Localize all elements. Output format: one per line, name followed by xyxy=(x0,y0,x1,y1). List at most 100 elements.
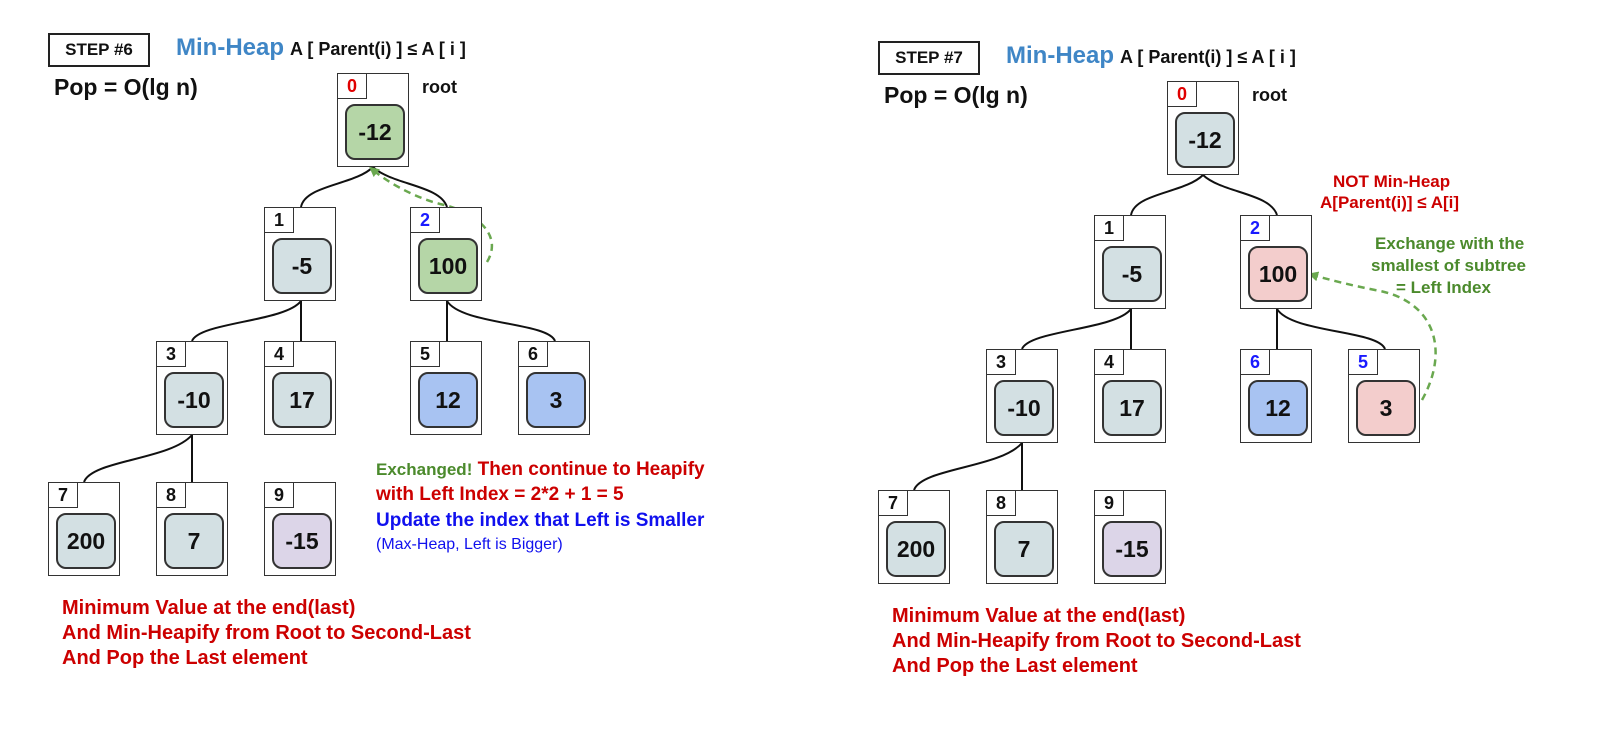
summary-text: Minimum Value at the end(last) And Min-H… xyxy=(892,604,1301,679)
node-value: 200 xyxy=(56,513,116,569)
heap-node-2: 2 100 xyxy=(410,207,482,301)
not-minheap-line-1: NOT Min-Heap xyxy=(1333,172,1451,191)
node-value: 3 xyxy=(526,372,586,428)
node-index: 2 xyxy=(410,207,440,233)
node-value: 17 xyxy=(272,372,332,428)
exchange-note-line-1: Exchange with the xyxy=(1375,234,1525,253)
edge-0-2 xyxy=(372,166,448,208)
node-value: 12 xyxy=(418,372,478,428)
edge-3-7 xyxy=(913,442,1023,491)
heap-node-7: 7 200 xyxy=(878,490,950,584)
edge-0-1 xyxy=(1130,174,1204,216)
heap-node-1: 1 -5 xyxy=(264,207,336,301)
heap-node-8: 8 7 xyxy=(986,490,1058,584)
node-value: -12 xyxy=(1175,112,1235,168)
summary-line: And Pop the Last element xyxy=(892,655,1138,677)
heap-node-4: 4 17 xyxy=(264,341,336,435)
pop-complexity: Pop = O(lg n) xyxy=(884,82,1028,108)
step7-panel: STEP #7 Min-Heap A [ Parent(i) ] ≤ A [ i … xyxy=(830,0,1599,733)
note-line-1: Exchanged! Then continue to Heapify xyxy=(376,459,705,481)
heap-title: Min-Heap A [ Parent(i) ] ≤ A [ i ] xyxy=(176,34,466,62)
heap-node-9: 9 -15 xyxy=(264,482,336,576)
heap-node-2: 2 100 xyxy=(1240,215,1312,309)
node-value: 7 xyxy=(164,513,224,569)
heap-node-6: 6 3 xyxy=(518,341,590,435)
node-value: -5 xyxy=(1102,246,1162,302)
heap-node-7: 7 200 xyxy=(48,482,120,576)
node-value: 17 xyxy=(1102,380,1162,436)
summary-line: And Min-Heapify from Root to Second-Last xyxy=(62,622,471,644)
node-index: 8 xyxy=(986,490,1016,516)
node-index: 5 xyxy=(410,341,440,367)
note-update: Update the index that Left is Smaller xyxy=(376,510,705,531)
note-left-index: with Left Index = 2*2 + 1 = 5 xyxy=(376,484,624,505)
node-value: 100 xyxy=(418,238,478,294)
node-value: -15 xyxy=(1102,521,1162,577)
heap-node-5: 5 12 xyxy=(410,341,482,435)
exchange-arrow xyxy=(369,166,494,263)
heap-node-9: 9 -15 xyxy=(1094,490,1166,584)
edge-2-5 xyxy=(1276,308,1386,350)
not-minheap-line-2: A[Parent(i)] ≤ A[i] xyxy=(1320,193,1460,212)
node-value: 3 xyxy=(1356,380,1416,436)
heap-node-1: 1 -5 xyxy=(1094,215,1166,309)
node-index: 9 xyxy=(1094,490,1124,516)
node-index: 8 xyxy=(156,482,186,508)
heap-node-4: 4 17 xyxy=(1094,349,1166,443)
step-label: STEP #7 xyxy=(878,41,980,75)
node-index: 3 xyxy=(156,341,186,367)
note-continue: Then continue to Heapify xyxy=(477,459,705,480)
edge-0-2 xyxy=(1202,174,1278,216)
summary-line: Minimum Value at the end(last) xyxy=(62,597,356,619)
node-index: 7 xyxy=(48,482,78,508)
node-value: 7 xyxy=(994,521,1054,577)
node-value: -12 xyxy=(345,104,405,160)
edge-1-3 xyxy=(191,300,302,342)
node-value: -15 xyxy=(272,513,332,569)
step6-panel: STEP #6 Min-Heap A [ Parent(i) ] ≤ A [ i … xyxy=(0,0,799,733)
exchange-arrow xyxy=(1308,271,1437,401)
node-index: 2 xyxy=(1240,215,1270,241)
summary-text: Minimum Value at the end(last) And Min-H… xyxy=(62,596,471,671)
node-index: 7 xyxy=(878,490,908,516)
edge-1-3 xyxy=(1021,308,1132,350)
title-main: Min-Heap xyxy=(1006,42,1114,69)
note-exchanged: Exchanged! xyxy=(376,460,473,479)
note-maxheap: (Max-Heap, Left is Bigger) xyxy=(376,536,563,553)
root-label: root xyxy=(1252,85,1287,105)
title-condition: A [ Parent(i) ] ≤ A [ i ] xyxy=(1120,47,1296,67)
edge-2-6 xyxy=(446,300,556,342)
tree-edges xyxy=(913,174,1437,491)
tree-edges xyxy=(83,166,556,483)
node-value: -5 xyxy=(272,238,332,294)
heap-title: Min-Heap A [ Parent(i) ] ≤ A [ i ] xyxy=(1006,42,1296,70)
heap-node-8: 8 7 xyxy=(156,482,228,576)
heap-node-3: 3 -10 xyxy=(156,341,228,435)
root-label: root xyxy=(422,77,457,97)
pop-complexity: Pop = O(lg n) xyxy=(54,74,198,100)
node-index: 9 xyxy=(264,482,294,508)
node-index: 6 xyxy=(518,341,548,367)
title-main: Min-Heap xyxy=(176,34,284,61)
node-index: 6 xyxy=(1240,349,1270,375)
edge-3-7 xyxy=(83,434,193,483)
node-value: 12 xyxy=(1248,380,1308,436)
exchange-note-line-2: smallest of subtree xyxy=(1371,256,1526,275)
node-index: 1 xyxy=(264,207,294,233)
node-index: 3 xyxy=(986,349,1016,375)
node-value: 200 xyxy=(886,521,946,577)
summary-line: Minimum Value at the end(last) xyxy=(892,605,1186,627)
title-condition: A [ Parent(i) ] ≤ A [ i ] xyxy=(290,39,466,59)
node-index: 4 xyxy=(264,341,294,367)
node-index: 1 xyxy=(1094,215,1124,241)
node-value: -10 xyxy=(994,380,1054,436)
summary-line: And Min-Heapify from Root to Second-Last xyxy=(892,630,1301,652)
node-value: 100 xyxy=(1248,246,1308,302)
step-label: STEP #6 xyxy=(48,33,150,67)
heap-node-left-child: 6 12 xyxy=(1240,349,1312,443)
node-index: 4 xyxy=(1094,349,1124,375)
exchange-note-line-3: = Left Index xyxy=(1396,278,1491,297)
node-index: 0 xyxy=(1167,81,1197,107)
heap-node-right-child: 5 3 xyxy=(1348,349,1420,443)
heap-node-0: 0 -12 xyxy=(337,73,409,167)
